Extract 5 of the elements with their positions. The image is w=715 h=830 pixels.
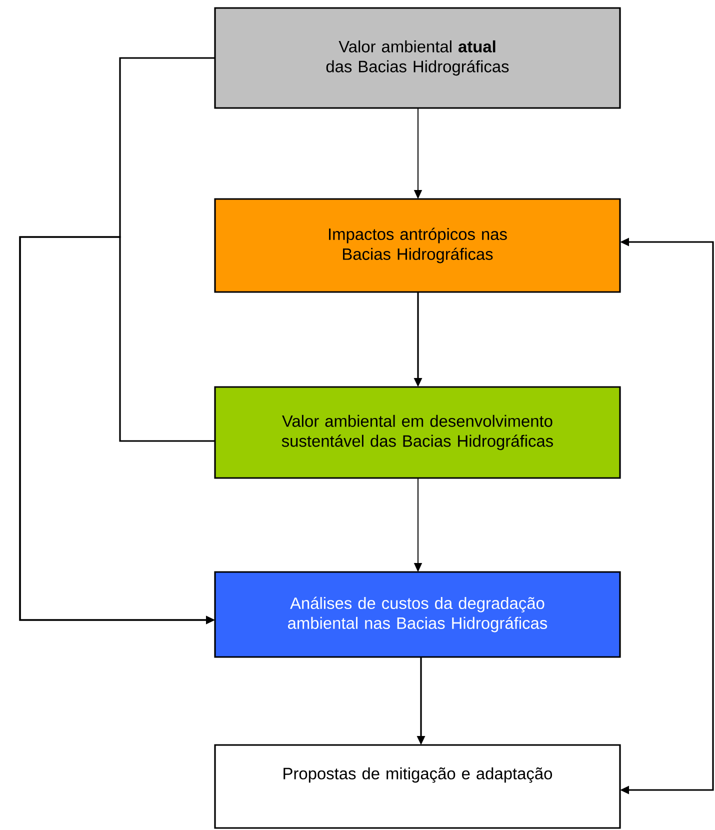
process-box: Valor ambiental atual das Bacias Hidrográficas xyxy=(214,7,621,109)
process-box: Valor ambiental em desenvolvimento sustentável das Bacias Hidrográficas xyxy=(214,386,621,479)
process-box: Análises de custos da degradação ambiental nas Bacias Hidrográficas xyxy=(214,571,621,658)
process-box: Propostas de mitigação e adaptação xyxy=(214,744,621,829)
process-box: Impactos antrópicos nas Bacias Hidrográficas xyxy=(214,198,621,293)
